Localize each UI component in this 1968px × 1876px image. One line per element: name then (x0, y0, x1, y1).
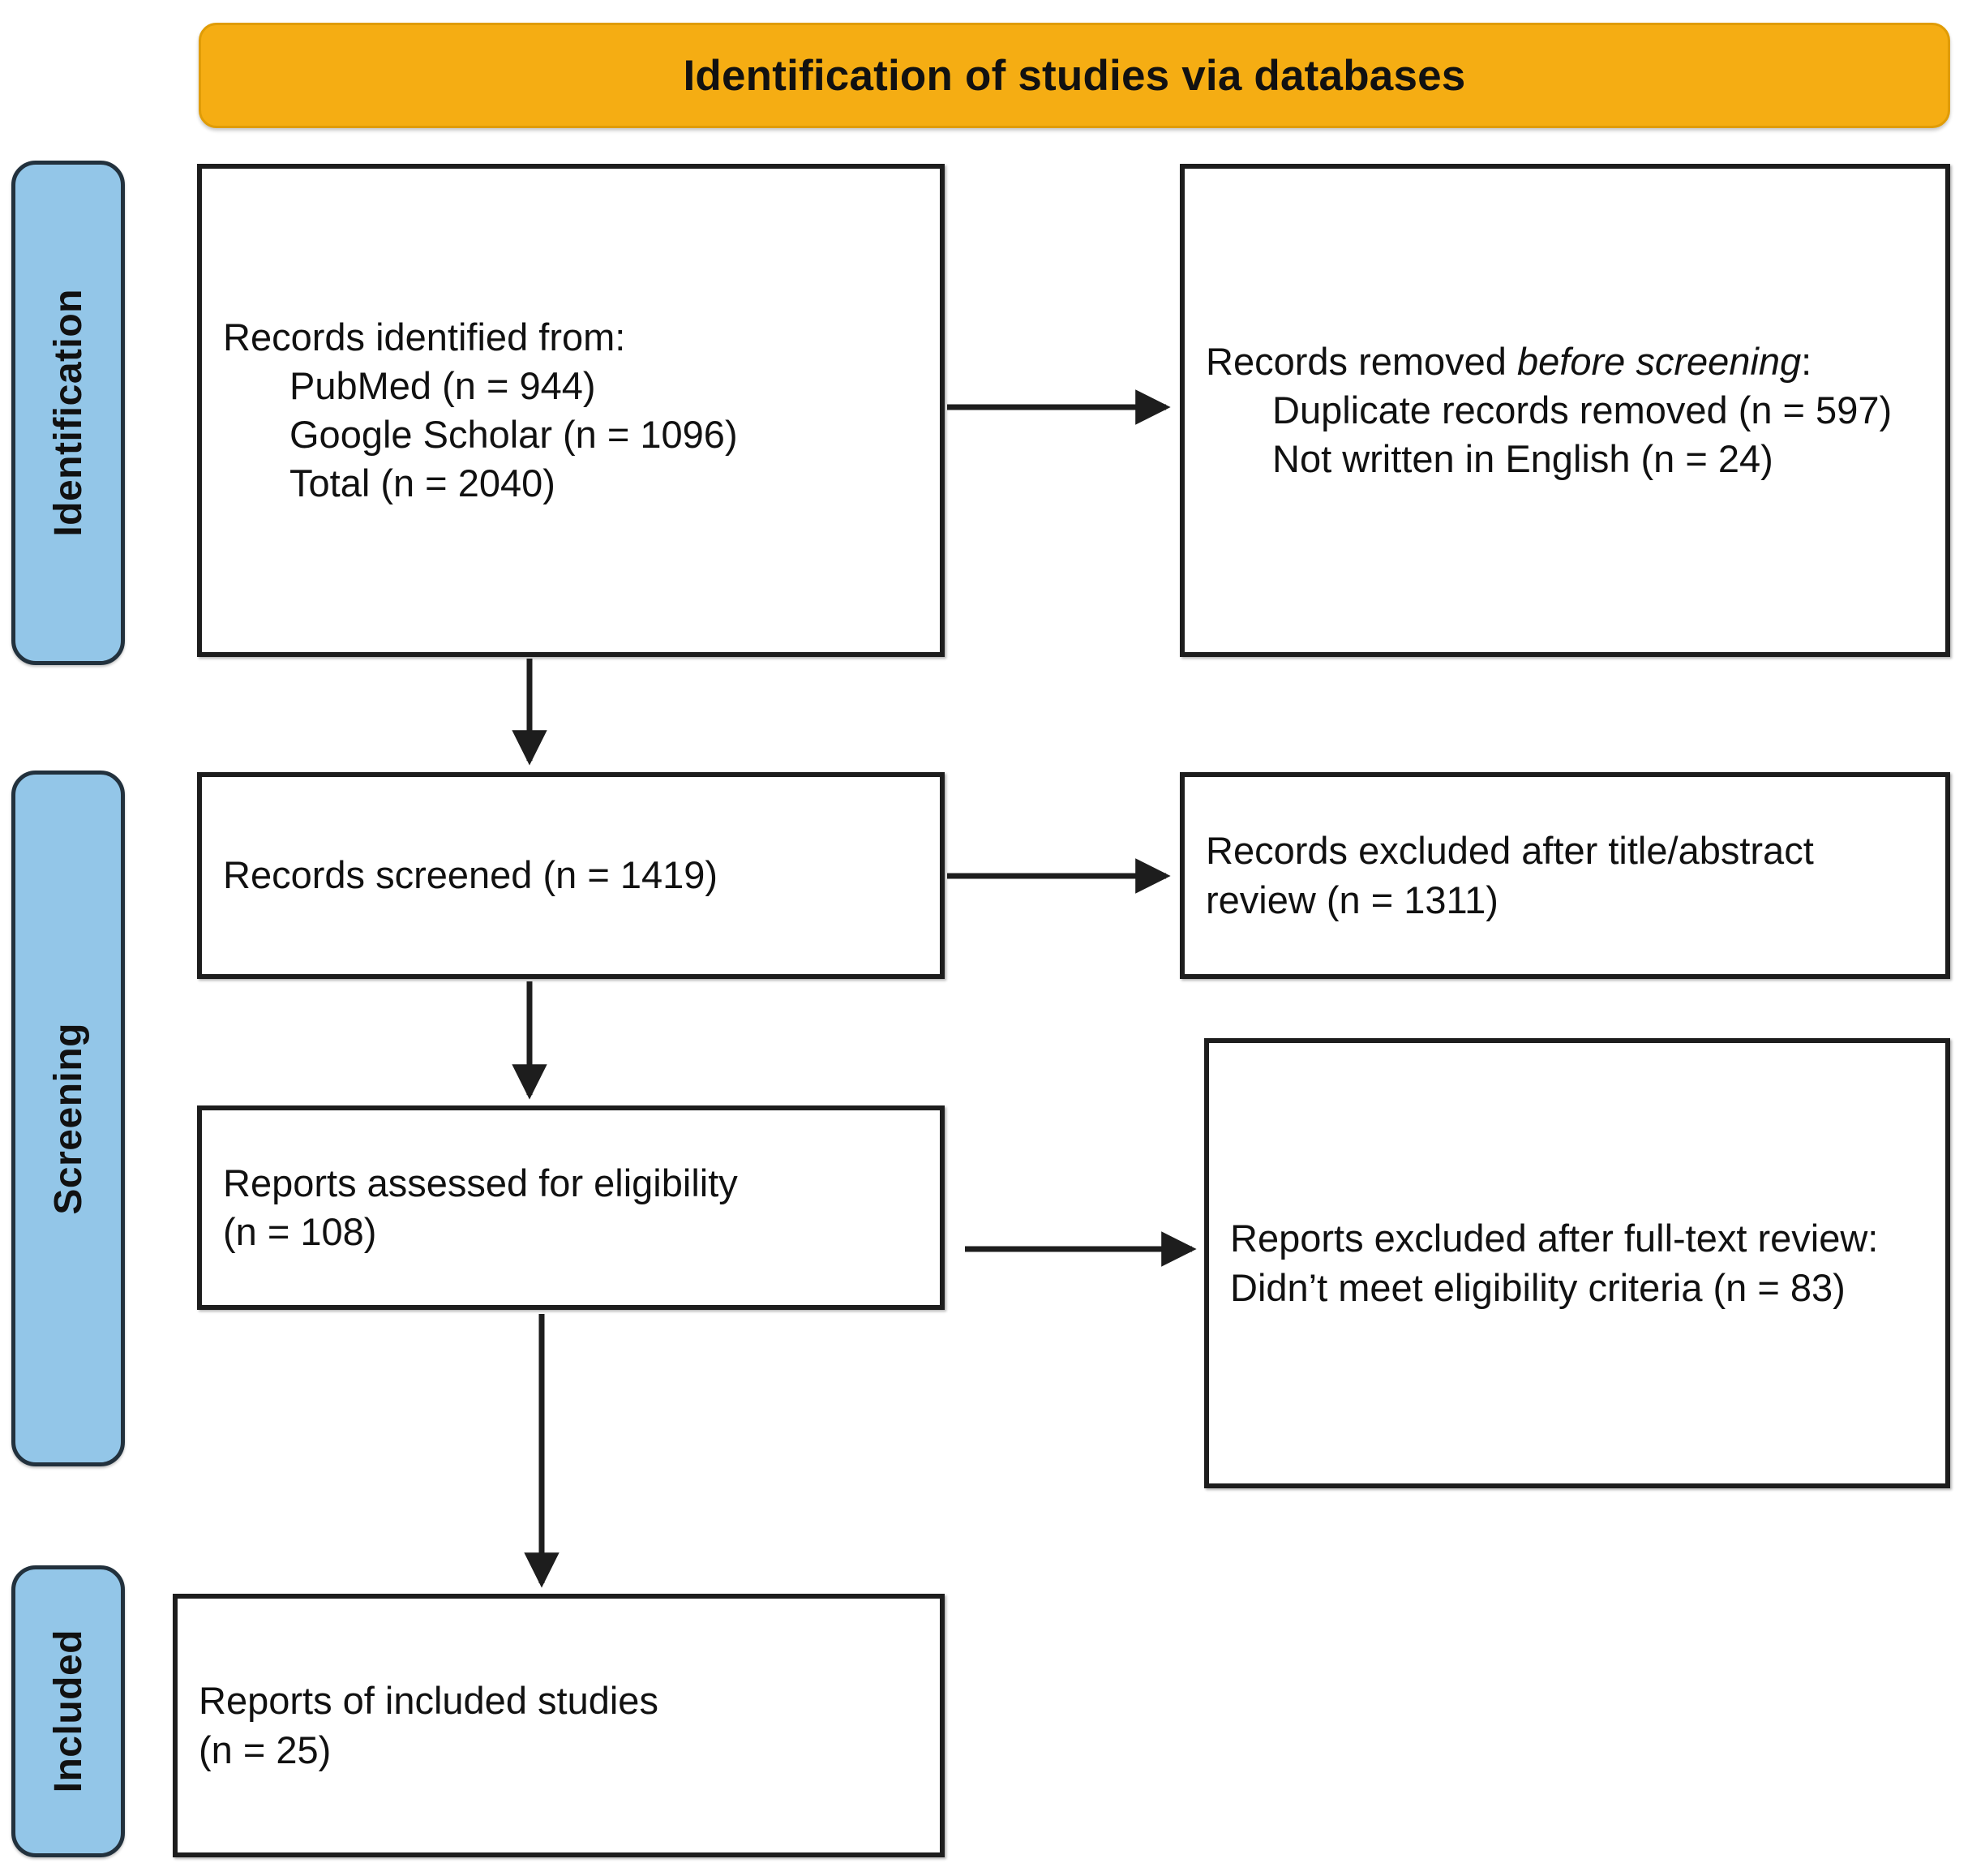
records-identified-item-total: Total (n = 2040) (289, 461, 555, 505)
included-studies-text: Reports of included studies (199, 1679, 658, 1723)
box-reports-included-studies: Reports of included studies (n = 25) (173, 1594, 945, 1857)
records-removed-item-not-english: Not written in English (n = 24) (1272, 437, 1773, 481)
diagram-header-banner: Identification of studies via databases (199, 23, 1950, 128)
phase-label-included-text: Included (46, 1629, 90, 1793)
records-identified-item-pubmed: PubMed (n = 944) (289, 363, 596, 407)
phase-label-identification: Identification (11, 161, 125, 665)
box-records-screened: Records screened (n = 1419) (197, 772, 945, 979)
records-removed-title-italic: before screening (1517, 339, 1802, 383)
page-title: Identification of studies via databases (683, 51, 1466, 100)
box-reports-assessed-eligibility: Reports assessed for eligibility (n = 10… (197, 1105, 945, 1310)
box-records-excluded-title-abstract: Records excluded after title/abstract re… (1180, 772, 1950, 979)
box-records-identified: Records identified from: PubMed (n = 944… (197, 164, 945, 657)
records-removed-title-plain: Records removed (1206, 339, 1517, 383)
reports-eligibility-count: (n = 108) (223, 1210, 377, 1253)
included-studies-count: (n = 25) (199, 1728, 332, 1771)
box-reports-excluded-full-text: Reports excluded after full-text review:… (1204, 1038, 1950, 1488)
box-records-removed-before-screening: Records removed before screening: Duplic… (1180, 164, 1950, 657)
records-screened-text: Records screened (n = 1419) (223, 853, 718, 897)
phase-label-included: Included (11, 1565, 125, 1857)
records-excluded-title-abstract-text: Records excluded after title/abstract re… (1206, 829, 1814, 921)
records-removed-item-duplicates: Duplicate records removed (n = 597) (1272, 388, 1893, 431)
phase-label-identification-text: Identification (46, 289, 90, 537)
reports-excluded-full-text-item-criteria: Didn’t meet eligibility criteria (n = 83… (1230, 1265, 1846, 1309)
phase-label-screening-text: Screening (46, 1022, 90, 1215)
reports-excluded-full-text-title: Reports excluded after full-text review: (1230, 1217, 1879, 1260)
records-removed-title: Records removed before screening: (1206, 337, 1924, 386)
records-identified-title: Records identified from: (223, 315, 626, 358)
records-removed-title-suffix: : (1801, 339, 1812, 383)
reports-eligibility-text: Reports assessed for eligibility (223, 1161, 738, 1204)
records-identified-item-google-scholar: Google Scholar (n = 1096) (289, 413, 738, 456)
phase-label-screening: Screening (11, 771, 125, 1466)
